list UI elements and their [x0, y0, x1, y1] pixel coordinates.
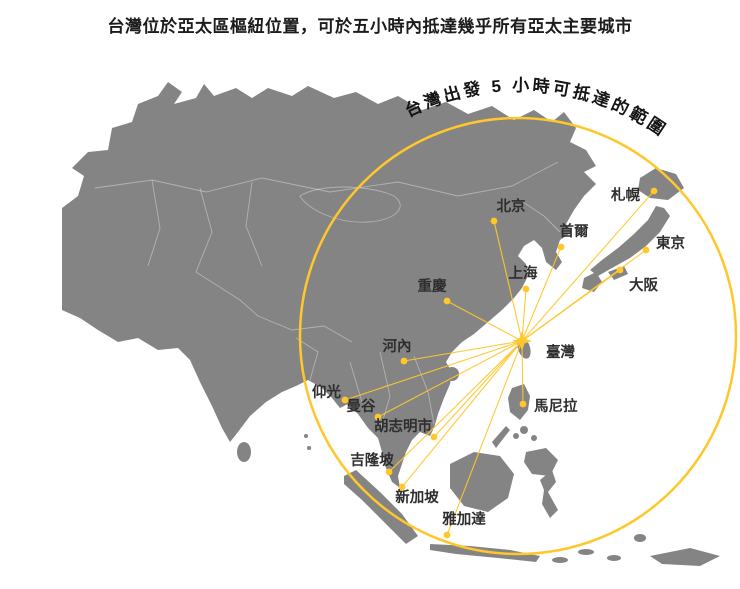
city-label-sapporo: 札幌 [610, 186, 640, 204]
city-dot-osaka [616, 266, 624, 274]
city-label-chongqing: 重慶 [418, 277, 447, 295]
route-line-beijing [493, 220, 523, 342]
island-andaman-1 [304, 434, 308, 438]
route-line-hochiminh [433, 340, 523, 438]
island-srilanka [237, 442, 251, 462]
island-lesser-sunda-2 [578, 549, 594, 555]
island-sulawesi [540, 470, 558, 518]
island-visayas-3 [513, 433, 519, 439]
border-central-asia-1 [195, 187, 213, 273]
route-line-bangkok [377, 340, 523, 418]
island-honshu [590, 206, 670, 276]
island-java [430, 544, 540, 562]
border-russia-south [94, 161, 559, 197]
island-andaman-2 [307, 446, 311, 450]
city-label-shanghai: 上海 [509, 264, 538, 282]
island-visayas-1 [520, 426, 528, 434]
city-dot-hanoi [400, 357, 408, 365]
country-borders [94, 161, 561, 431]
route-line-yangon [344, 340, 523, 401]
city-label-kualalumpur: 吉隆坡 [350, 451, 394, 469]
city-dot-kualalumpur [385, 468, 393, 476]
route-line-sapporo [521, 190, 655, 342]
island-borneo [450, 452, 514, 512]
city-label-seoul: 首爾 [560, 222, 589, 240]
border-central-asia-3 [147, 179, 161, 267]
city-dot-singapore [398, 483, 406, 491]
city-label-singapore: 新加坡 [395, 488, 439, 506]
taiwan-hub-label: 臺灣 [546, 343, 575, 361]
border-thailand [379, 351, 391, 431]
hub-layer: 臺灣 [512, 331, 575, 361]
route-line-osaka [521, 269, 621, 342]
island-palawan [492, 426, 510, 448]
city-label-bangkok: 曼谷 [347, 398, 376, 415]
city-dot-yangon [341, 396, 349, 404]
city-dot-shanghai [522, 285, 530, 293]
route-line-kualalumpur [388, 340, 523, 473]
city-dot-chongqing [443, 297, 451, 305]
route-line-chongqing [446, 300, 523, 342]
city-label-tokyo: 東京 [656, 234, 685, 252]
landmass [62, 82, 720, 566]
city-dot-hochiminh [430, 433, 438, 441]
border-mongolia [299, 186, 401, 223]
city-dot-sapporo [650, 187, 658, 195]
city-dot-beijing [490, 217, 498, 225]
city-label-beijing: 北京 [497, 197, 526, 215]
city-dot-jakarta [443, 531, 451, 539]
island-lesser-sunda-1 [552, 557, 568, 563]
routes-layer [344, 190, 655, 536]
border-india-north [257, 315, 353, 343]
city-label-jakarta: 雅加達 [442, 510, 486, 528]
city-label-hochiminh: 胡志明市 [374, 417, 432, 435]
page-title: 台灣位於亞太區樞紐位置，可於五小時內抵達幾乎所有亞太主要城市 [107, 17, 633, 36]
island-hokkaido [638, 168, 684, 200]
route-line-jakarta [446, 340, 523, 536]
taiwan-hub-star-icon [512, 331, 532, 351]
island-hainan [445, 367, 459, 381]
city-dot-manila [519, 400, 527, 408]
island-luzon [508, 384, 530, 420]
route-line-singapore [401, 340, 523, 488]
landmass-mainland-asia [62, 82, 596, 488]
border-pakistan [195, 271, 259, 317]
city-label-hanoi: 河內 [383, 337, 412, 355]
border-vietnam-laos [413, 355, 435, 425]
island-timor [650, 548, 720, 566]
border-bangladesh [295, 337, 319, 381]
city-dot-tokyo [642, 246, 650, 254]
city-label-osaka: 大阪 [629, 276, 658, 294]
route-line-seoul [521, 246, 562, 342]
city-label-manila: 馬尼拉 [534, 397, 578, 415]
route-line-shanghai [521, 288, 527, 342]
island-maluku [634, 534, 646, 542]
island-lesser-sunda-3 [607, 555, 621, 561]
city-dot-seoul [557, 243, 565, 251]
island-visayas-2 [531, 435, 537, 441]
city-label-yangon: 仰光 [312, 383, 341, 401]
route-line-manila [521, 340, 524, 405]
five-hour-range-circle [298, 116, 738, 556]
island-mindanao [524, 448, 558, 476]
route-line-hanoi [403, 340, 523, 362]
border-northeast-china [519, 199, 561, 233]
city-dot-bangkok [374, 413, 382, 421]
border-central-asia-2 [245, 181, 263, 267]
